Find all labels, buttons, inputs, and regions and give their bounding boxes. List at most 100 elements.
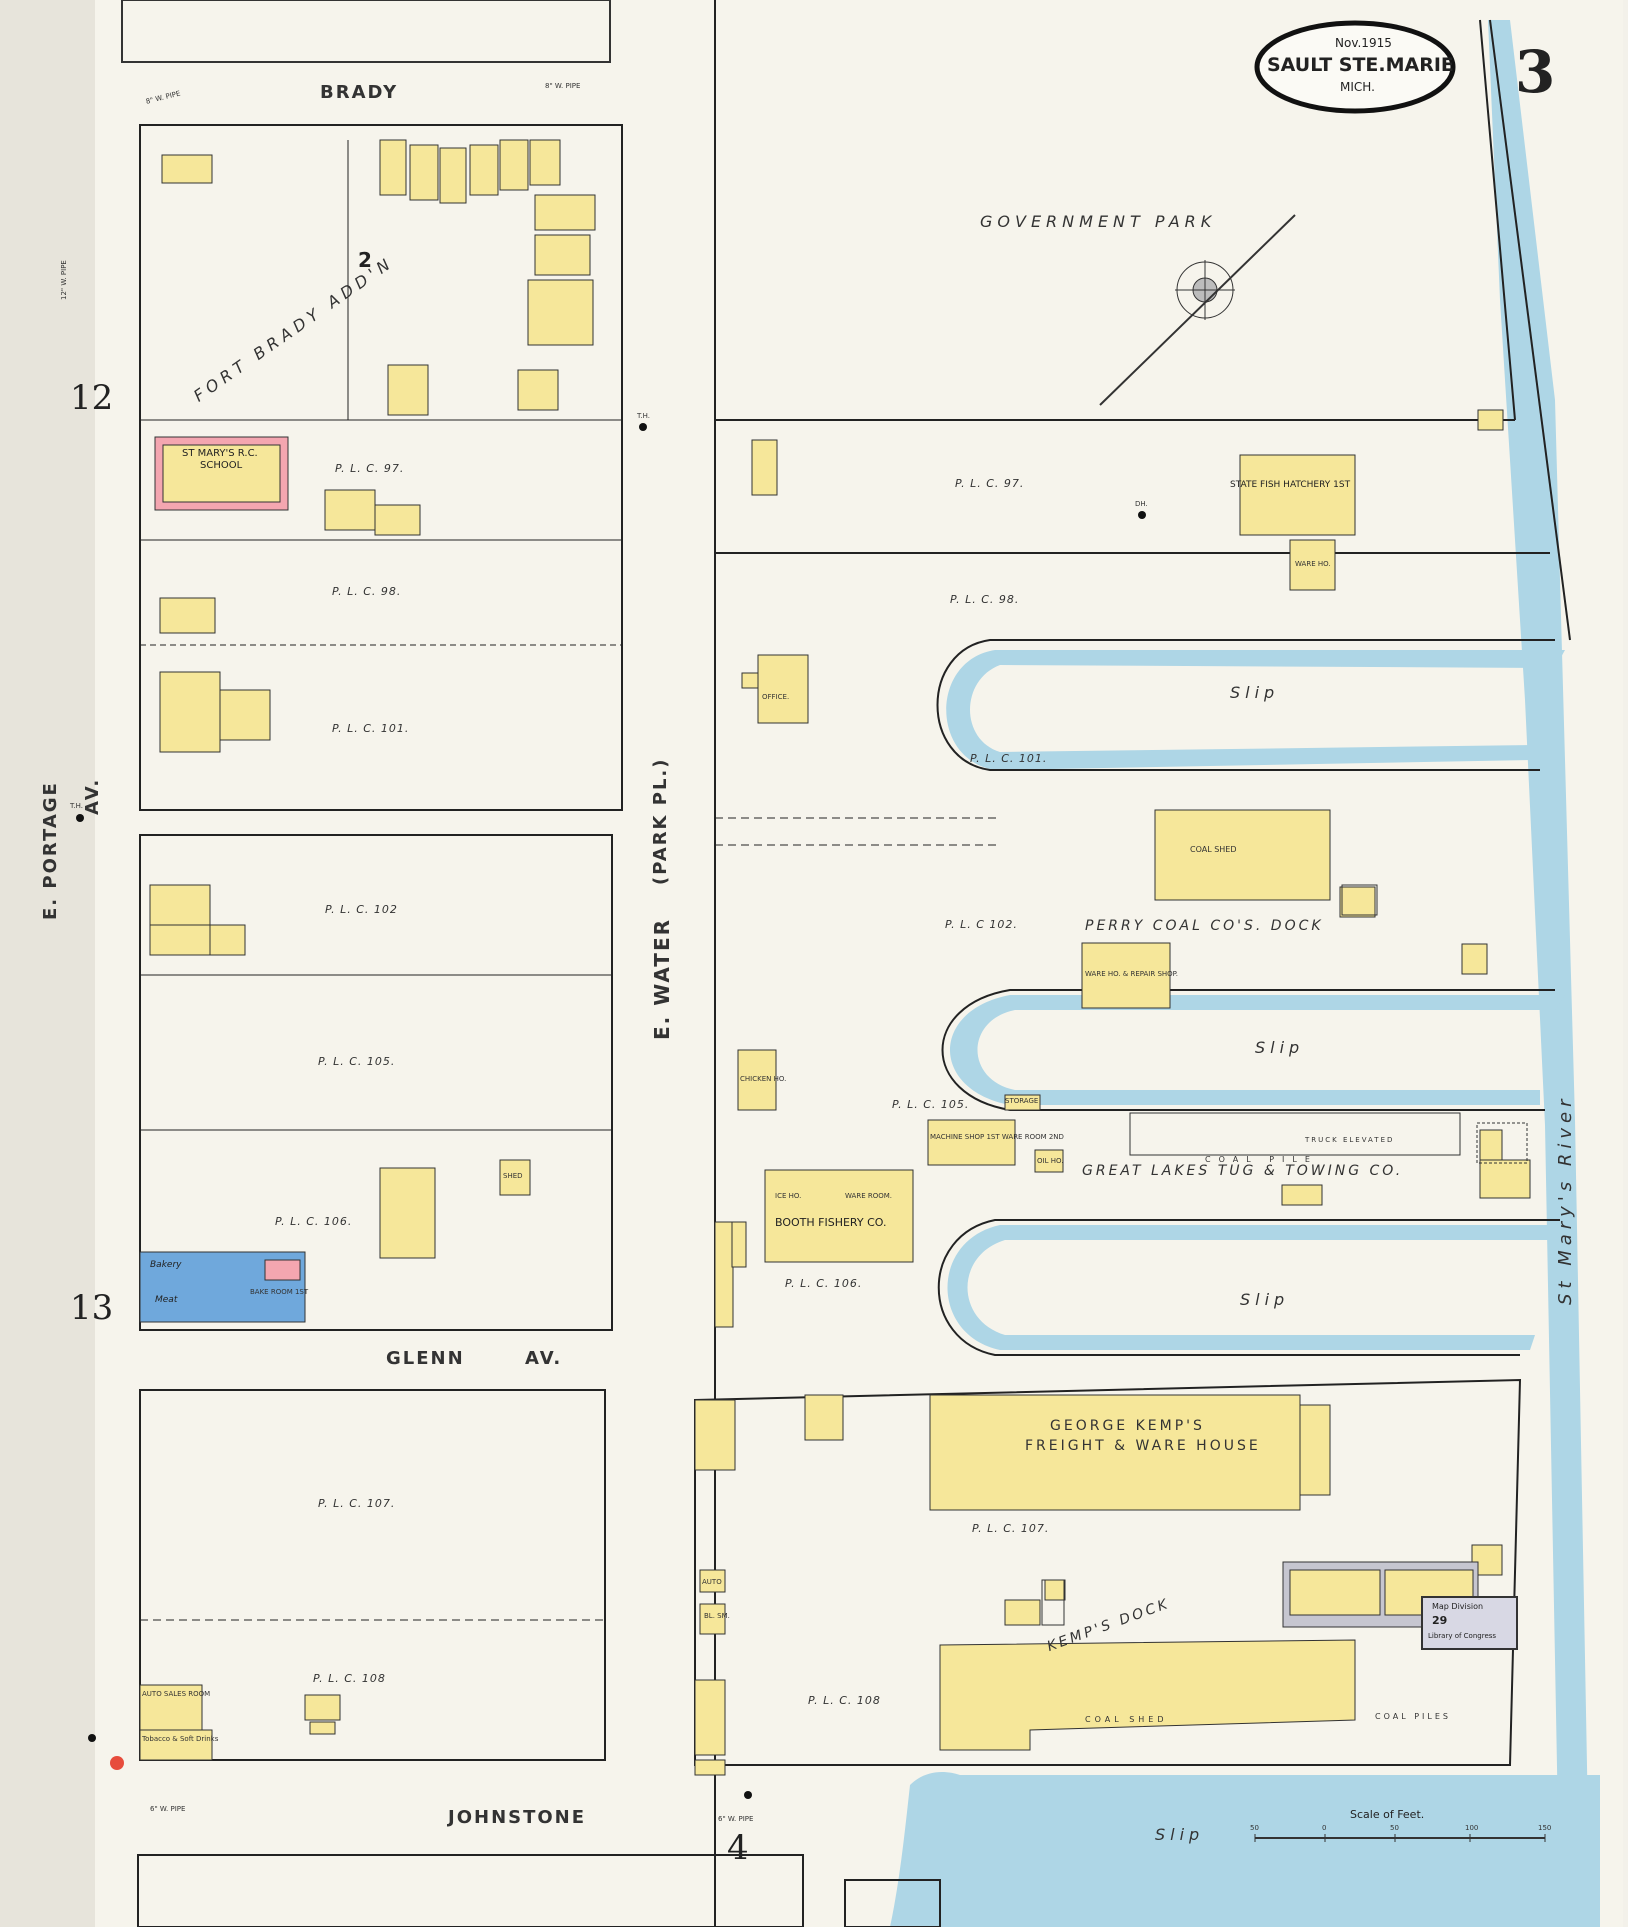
- pipe-label-water: 6" W. PIPE: [718, 1815, 754, 1823]
- fire-alarm-icon: [110, 1756, 124, 1770]
- slip-label-3: Slip: [1240, 1290, 1290, 1309]
- river-label: St Mary's River: [1555, 1094, 1576, 1305]
- slip-label-1: Slip: [1230, 683, 1280, 702]
- street-brady: BRADY: [320, 82, 399, 103]
- slip-3: [947, 1225, 1575, 1350]
- school-name: ST MARY'S R.C.: [182, 448, 258, 459]
- plc-102-right: P. L. C 102.: [945, 918, 1018, 931]
- bakery-meat-block: [139, 1251, 306, 1323]
- label-th-1: T.H.: [70, 802, 84, 810]
- label-oil-ho: OIL HO.: [1037, 1157, 1064, 1165]
- state-fish-hatchery: STATE FISH HATCHERY 1ST: [1230, 480, 1351, 490]
- plc-106-right: P. L. C. 106.: [785, 1277, 863, 1290]
- left-border: [0, 0, 95, 1927]
- st-marys-river: [1488, 20, 1590, 1927]
- label-bl-sm: BL. SM.: [704, 1612, 730, 1620]
- booth-fishery: BOOTH FISHERY CO.: [775, 1216, 887, 1229]
- label-auto: AUTO: [702, 1578, 722, 1586]
- slip-2: [950, 995, 1565, 1105]
- block-lower-left: [139, 1389, 606, 1761]
- label-dh: DH.: [1135, 500, 1148, 508]
- plc-107-left: P. L. C. 107.: [318, 1497, 396, 1510]
- dwellings-block-12: [149, 139, 596, 1259]
- label-bake-room: BAKE ROOM 1ST: [250, 1288, 309, 1296]
- scale-tick-50-left: 50: [1250, 1824, 1259, 1832]
- plc-107-right: P. L. C. 107.: [972, 1522, 1050, 1535]
- page-background: [95, 0, 1623, 1927]
- truck-elevated: [1129, 1112, 1461, 1156]
- street-park-pl: (PARK PL.): [650, 757, 671, 886]
- plc-108-left: P. L. C. 108: [313, 1672, 386, 1685]
- plc-97-right: P. L. C. 97.: [955, 477, 1025, 490]
- street-e-portage: E. PORTAGE: [40, 781, 61, 920]
- government-park: GOVERNMENT PARK: [980, 212, 1217, 231]
- street-glenn-av: AV.: [525, 1348, 563, 1369]
- plc-102-left: P. L. C. 102: [325, 903, 398, 916]
- top-left-box: [121, 0, 611, 63]
- label-th-2: T.H.: [637, 412, 651, 420]
- label-ice-ho: ICE HO.: [775, 1192, 802, 1200]
- block-12: [139, 124, 623, 811]
- plc-98-right: P. L. C. 98.: [950, 593, 1020, 606]
- label-shed: SHED: [503, 1172, 523, 1180]
- scale-bar: [1254, 1834, 1546, 1842]
- scale-title: Scale of Feet.: [1350, 1808, 1425, 1821]
- scale-tick-100: 100: [1465, 1824, 1479, 1832]
- slip-label-2: Slip: [1255, 1038, 1305, 1057]
- scale-tick-150: 150: [1538, 1824, 1552, 1832]
- label-meat: Meat: [155, 1295, 178, 1305]
- plc-106-left: P. L. C. 106.: [275, 1215, 353, 1228]
- label-office: OFFICE.: [762, 693, 790, 701]
- kemp-freight-1: GEORGE KEMP'S: [1050, 1418, 1205, 1434]
- hydrant-markers: [76, 423, 1146, 1799]
- slip-label-4: Slip: [1155, 1825, 1205, 1844]
- plc-101-right: P. L. C. 101.: [970, 752, 1048, 765]
- stamp-line-2: 29: [1432, 1614, 1448, 1627]
- block-number-12: 12: [70, 378, 114, 418]
- block-number-13: 13: [70, 1288, 114, 1328]
- stamp-line-3: Library of Congress: [1428, 1632, 1497, 1640]
- plc-101-left: P. L. C. 101.: [332, 722, 410, 735]
- perry-coal-dock: PERRY COAL CO'S. DOCK: [1085, 918, 1324, 934]
- coal-piles: COAL PILES: [1375, 1712, 1451, 1721]
- waterfront-buildings: [694, 409, 1531, 1776]
- slip-1: [946, 650, 1565, 770]
- title-state: MICH.: [1340, 80, 1375, 94]
- label-tobacco: Tobacco & Soft Drinks: [142, 1735, 219, 1743]
- plc-98-left: P. L. C. 98.: [332, 585, 402, 598]
- truck-elevated-label: TRUCK ELEVATED: [1305, 1136, 1395, 1144]
- plc-105-right: P. L. C. 105.: [892, 1098, 970, 1111]
- slip-bottom: [890, 1772, 1600, 1927]
- kemp-freight-2: FREIGHT & WARE HOUSE: [1025, 1438, 1261, 1454]
- label-auto-sales: AUTO SALES ROOM: [142, 1690, 211, 1698]
- label-storage: STORAGE: [1005, 1097, 1039, 1105]
- street-glenn: GLENN: [386, 1348, 465, 1369]
- plc-108-right: P. L. C. 108: [808, 1694, 881, 1707]
- label-ware-ho: WARE HO.: [1295, 560, 1331, 568]
- great-lakes-tug: GREAT LAKES TUG & TOWING CO.: [1082, 1163, 1404, 1179]
- coal-shed-perry: COAL SHED: [1190, 845, 1237, 854]
- school-label: SCHOOL: [200, 460, 243, 471]
- title-cartouche: [1254, 20, 1456, 114]
- sheet-number: 3: [1515, 38, 1556, 106]
- block-13: [139, 834, 613, 1331]
- label-machine-shop: MACHINE SHOP 1ST WARE ROOM 2ND: [930, 1133, 1064, 1141]
- library-stamp: [1421, 1596, 1518, 1650]
- label-repair-shop: WARE HO. & REPAIR SHOP.: [1085, 970, 1179, 978]
- plc-105-left: P. L. C. 105.: [318, 1055, 396, 1068]
- pipe-label-brady-e: 8" W. PIPE: [545, 82, 581, 90]
- street-johnstone: JOHNSTONE: [448, 1807, 587, 1828]
- scale-tick-50: 50: [1390, 1824, 1399, 1832]
- stamp-line-1: Map Division: [1432, 1602, 1484, 1611]
- plc-97-left: P. L. C. 97.: [335, 462, 405, 475]
- pipe-label-johnstone: 6" W. PIPE: [150, 1805, 186, 1813]
- block-number-4: 4: [727, 1828, 749, 1868]
- label-chicken-ho: CHICKEN HO.: [740, 1075, 787, 1083]
- coal-pile-tug: COAL PILE: [1205, 1155, 1318, 1164]
- coal-shed-kemp: COAL SHED: [1085, 1715, 1168, 1724]
- title-city: SAULT STE.MARIE: [1267, 54, 1454, 76]
- label-ware-room: WARE ROOM.: [845, 1192, 892, 1200]
- block-number-2: 2: [358, 248, 372, 272]
- scale-tick-0: 0: [1322, 1824, 1327, 1832]
